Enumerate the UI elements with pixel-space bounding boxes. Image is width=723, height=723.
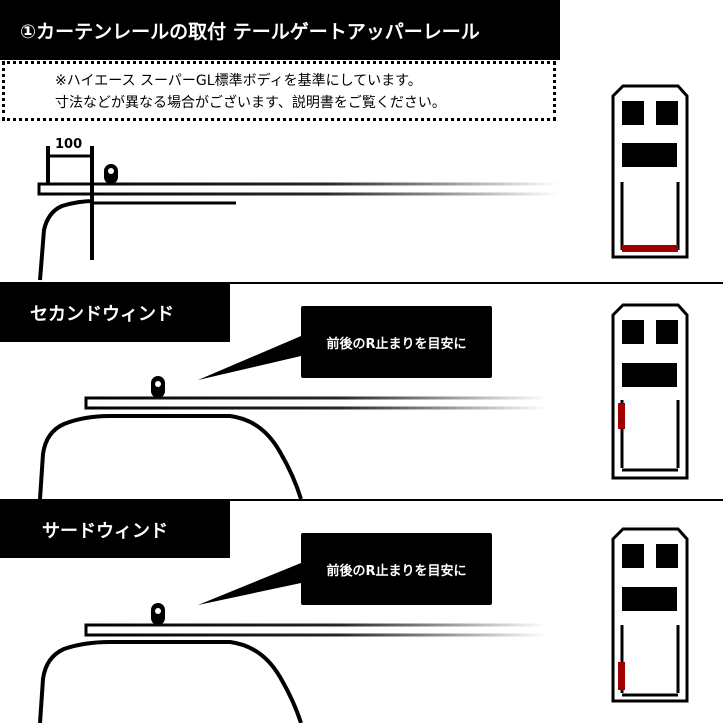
callout-box: 前後のR止まりを目安に bbox=[301, 533, 492, 605]
panel-1-drawing bbox=[37, 84, 689, 281]
highlight-second-window bbox=[618, 403, 625, 429]
body-outline bbox=[38, 199, 95, 281]
van-top-view-icon bbox=[611, 527, 689, 703]
panel-3-title: サードウィンド bbox=[42, 520, 168, 542]
panel-3-drawing bbox=[38, 527, 689, 723]
note-line-1: ※ハイエース スーパーGL標準ボディを基準にしています。 bbox=[55, 73, 422, 89]
callout-text: 前後のR止まりを目安に bbox=[326, 336, 467, 352]
panel-third-window: サードウィンド 前後のR止まりを目安に bbox=[0, 501, 723, 723]
divider-2 bbox=[0, 499, 723, 501]
panel-1-title: ①カーテンレールの取付 テールゲートアッパーレール bbox=[20, 20, 480, 43]
callout-box: 前後のR止まりを目安に bbox=[301, 306, 492, 378]
panel-tailgate-rail: ①カーテンレールの取付 テールゲートアッパーレール ※ハイエース スーパーGL標… bbox=[0, 0, 723, 282]
van-top-view-icon bbox=[611, 84, 689, 259]
dimension-label: 100 bbox=[55, 137, 83, 152]
panel-second-window: セカンドウィンド 前後のR止まりを目安に bbox=[0, 284, 723, 499]
panel-2-title-bar: セカンドウィンド bbox=[0, 284, 230, 342]
rail-stopper-icon bbox=[104, 164, 118, 184]
callout-pointer bbox=[198, 336, 301, 380]
rail bbox=[37, 182, 561, 196]
highlight-third-window bbox=[618, 662, 625, 690]
window-outline bbox=[38, 640, 303, 723]
note-line-2: 寸法などが異なる場合がございます、説明書をご覧ください。 bbox=[55, 95, 446, 111]
panel-1-title-bar: ①カーテンレールの取付 テールゲートアッパーレール bbox=[0, 0, 560, 60]
panel-2-title: セカンドウィンド bbox=[30, 304, 174, 325]
highlight-tailgate bbox=[622, 245, 678, 252]
van-top-view-icon bbox=[611, 303, 689, 480]
window-outline bbox=[38, 414, 303, 499]
panel-2-drawing bbox=[38, 303, 689, 499]
divider-1 bbox=[0, 282, 723, 284]
rail-stopper-icon bbox=[151, 603, 165, 625]
rail bbox=[84, 396, 548, 410]
panel-3-title-bar: サードウィンド bbox=[0, 501, 230, 558]
callout-text: 前後のR止まりを目安に bbox=[326, 563, 467, 579]
rail bbox=[84, 623, 548, 637]
rail-stopper-icon bbox=[151, 376, 165, 398]
callout-pointer bbox=[198, 563, 301, 605]
note-box: ※ハイエース スーパーGL標準ボディを基準にしています。 寸法などが異なる場合が… bbox=[2, 61, 556, 121]
